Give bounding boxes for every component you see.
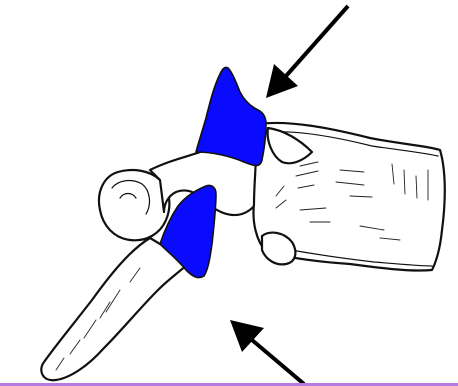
- lower-arrow: [230, 320, 304, 384]
- superior-facet: [196, 67, 266, 165]
- upper-arrow: [266, 6, 348, 98]
